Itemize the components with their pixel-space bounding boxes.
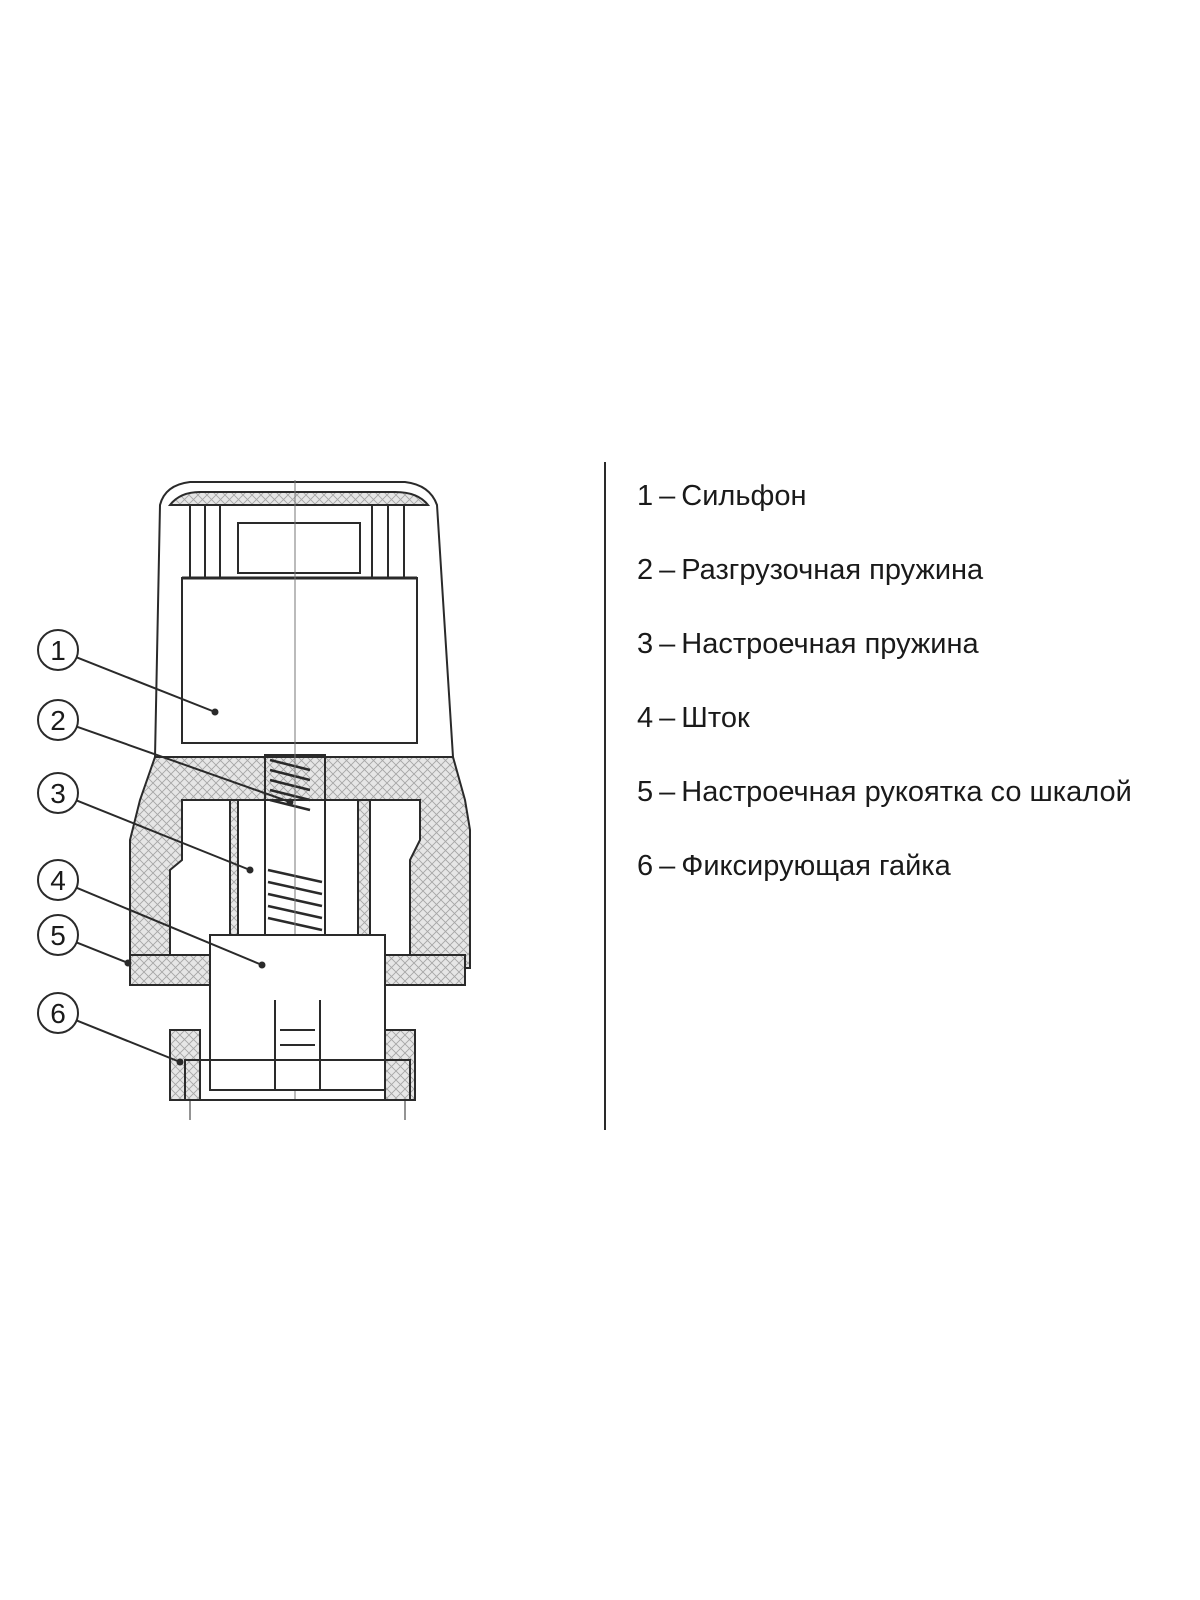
callout-number-5: 5 bbox=[50, 920, 66, 951]
nut-bottom bbox=[184, 1059, 411, 1101]
cap-ribs bbox=[189, 505, 405, 580]
callout-point-2 bbox=[286, 798, 294, 806]
callout-circle-1 bbox=[37, 629, 79, 671]
legend-number: 1 bbox=[637, 480, 654, 512]
callout-point-5 bbox=[124, 959, 132, 967]
cap-top-hatched bbox=[167, 491, 431, 506]
callout-number-6: 6 bbox=[50, 998, 66, 1029]
callout-leader-6 bbox=[76, 1019, 181, 1063]
legend-separator: – bbox=[659, 628, 676, 660]
bellows-top-boss bbox=[237, 522, 361, 574]
valve-cross-section bbox=[129, 480, 471, 1120]
callout-circle-3 bbox=[37, 772, 79, 814]
legend-number: 2 bbox=[637, 554, 654, 586]
callout-number-3: 3 bbox=[50, 778, 66, 809]
legend-text: Фиксирующая гайка bbox=[681, 850, 951, 882]
legend-text: Сильфон bbox=[681, 480, 807, 512]
callout-group: 1 2 3 4 5 6 bbox=[37, 629, 294, 1066]
legend-list: 1–Сильфон 2–Разгрузочная пружина 3–Настр… bbox=[637, 480, 1132, 924]
legend-text: Настроечная рукоятка со шкалой bbox=[681, 776, 1132, 808]
legend-item: 4–Шток bbox=[637, 702, 1132, 776]
connector-body bbox=[209, 934, 386, 1091]
callout-number-4: 4 bbox=[50, 865, 66, 896]
legend-item: 5–Настроечная рукоятка со шкалой bbox=[637, 776, 1132, 850]
legend-text: Разгрузочная пружина bbox=[681, 554, 984, 586]
legend-item: 6–Фиксирующая гайка bbox=[637, 850, 1132, 924]
legend-separator: – bbox=[659, 702, 676, 734]
callout-leader-4 bbox=[76, 886, 263, 966]
callout-point-4 bbox=[258, 961, 266, 969]
legend-number: 6 bbox=[637, 850, 654, 882]
callout-circle-4 bbox=[37, 859, 79, 901]
legend-item: 2–Разгрузочная пружина bbox=[637, 554, 1132, 628]
callout-point-6 bbox=[176, 1058, 184, 1066]
legend-separator: – bbox=[659, 554, 676, 586]
spring-housing bbox=[237, 799, 359, 941]
legend-text: Настроечная пружина bbox=[681, 628, 979, 660]
legend-item: 3–Настроечная пружина bbox=[637, 628, 1132, 702]
callout-number-2: 2 bbox=[50, 705, 66, 736]
callout-circle-5 bbox=[37, 914, 79, 956]
callout-leader-5 bbox=[76, 941, 129, 964]
legend-number: 5 bbox=[637, 776, 654, 808]
legend-separator: – bbox=[659, 480, 676, 512]
legend-number: 3 bbox=[637, 628, 654, 660]
callout-leader-1 bbox=[76, 656, 216, 713]
callout-number-1: 1 bbox=[50, 635, 66, 666]
cap-outline bbox=[154, 481, 454, 758]
callout-point-1 bbox=[211, 708, 219, 716]
legend-separator: – bbox=[659, 776, 676, 808]
callout-leader-3 bbox=[76, 799, 251, 871]
bellows bbox=[181, 577, 418, 744]
legend-number: 4 bbox=[637, 702, 654, 734]
legend-text: Шток bbox=[681, 702, 750, 734]
callout-circle-6 bbox=[37, 992, 79, 1034]
legend-item: 1–Сильфон bbox=[637, 480, 1132, 554]
callout-circle-2 bbox=[37, 699, 79, 741]
legend-separator: – bbox=[659, 850, 676, 882]
callout-point-3 bbox=[246, 866, 254, 874]
callout-leader-2 bbox=[76, 725, 291, 803]
